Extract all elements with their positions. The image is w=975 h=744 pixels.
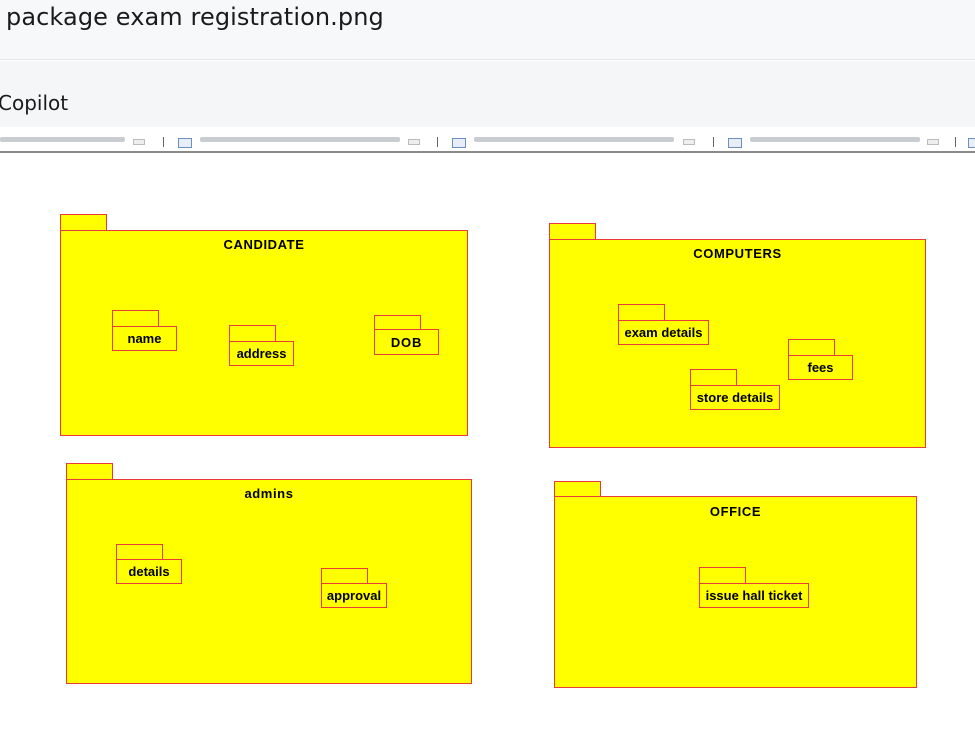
package-title: CANDIDATE bbox=[223, 237, 305, 252]
subpackage-issue-hall-ticket: issue hall ticket bbox=[699, 583, 809, 608]
package-tab bbox=[549, 223, 596, 240]
subpackage-exam-details: exam details bbox=[618, 320, 709, 345]
subpackage-tab bbox=[699, 567, 746, 584]
subpackage-label: issue hall ticket bbox=[705, 588, 803, 603]
blurred-tab-text bbox=[0, 137, 125, 142]
package-title: OFFICE bbox=[709, 504, 762, 519]
package-computers: COMPUTERS bbox=[549, 239, 926, 448]
image-file-icon bbox=[968, 138, 975, 148]
subpackage-details: details bbox=[116, 559, 182, 584]
image-file-icon bbox=[728, 138, 742, 148]
window-title: package exam registration.png bbox=[6, 3, 384, 31]
tab-thumbnail-icon bbox=[927, 139, 939, 145]
subpackage-tab bbox=[690, 369, 737, 386]
subpackage-dob: DOB bbox=[374, 329, 439, 355]
subpackage-label: approval bbox=[326, 588, 382, 603]
tab-separator bbox=[713, 137, 714, 147]
image-file-icon bbox=[178, 138, 192, 148]
subpackage-label: name bbox=[127, 331, 162, 346]
subpackage-label: store details bbox=[696, 390, 774, 405]
subpackage-tab bbox=[112, 310, 159, 327]
subpackage-tab bbox=[229, 325, 276, 342]
package-tab bbox=[66, 463, 113, 480]
tab-thumbnail-icon bbox=[133, 139, 145, 145]
blurred-tab-text bbox=[200, 137, 400, 142]
tab-thumbnail-icon bbox=[683, 139, 695, 145]
subpackage-fees: fees bbox=[788, 355, 853, 380]
package-title: COMPUTERS bbox=[693, 246, 782, 261]
tab-separator bbox=[955, 137, 956, 147]
subpackage-approval: approval bbox=[321, 583, 387, 608]
blurred-tab-text bbox=[474, 137, 674, 142]
subpackage-label: address bbox=[236, 346, 287, 361]
image-file-icon bbox=[452, 138, 466, 148]
copilot-bar: Copilot bbox=[0, 61, 975, 127]
package-title: admins bbox=[244, 486, 294, 501]
subpackage-label: details bbox=[128, 564, 170, 579]
copilot-label[interactable]: Copilot bbox=[0, 91, 69, 115]
tab-separator bbox=[437, 137, 438, 147]
tab-thumbnail-icon bbox=[408, 139, 420, 145]
subpackage-store-details: store details bbox=[690, 385, 780, 410]
cropped-tab-strip bbox=[0, 127, 975, 153]
package-tab bbox=[60, 214, 107, 231]
tab-separator bbox=[163, 137, 164, 147]
blurred-tab-text bbox=[750, 137, 920, 142]
subpackage-tab bbox=[788, 339, 835, 356]
package-diagram: CANDIDATE name address DOB COMPUTERS exa… bbox=[0, 153, 975, 744]
subpackage-tab bbox=[618, 304, 665, 321]
subpackage-address: address bbox=[229, 341, 294, 366]
subpackage-label: fees bbox=[807, 360, 834, 375]
subpackage-name: name bbox=[112, 326, 177, 351]
subpackage-label: DOB bbox=[390, 334, 423, 350]
subpackage-label: exam details bbox=[624, 325, 703, 340]
title-bar: package exam registration.png bbox=[0, 0, 975, 60]
